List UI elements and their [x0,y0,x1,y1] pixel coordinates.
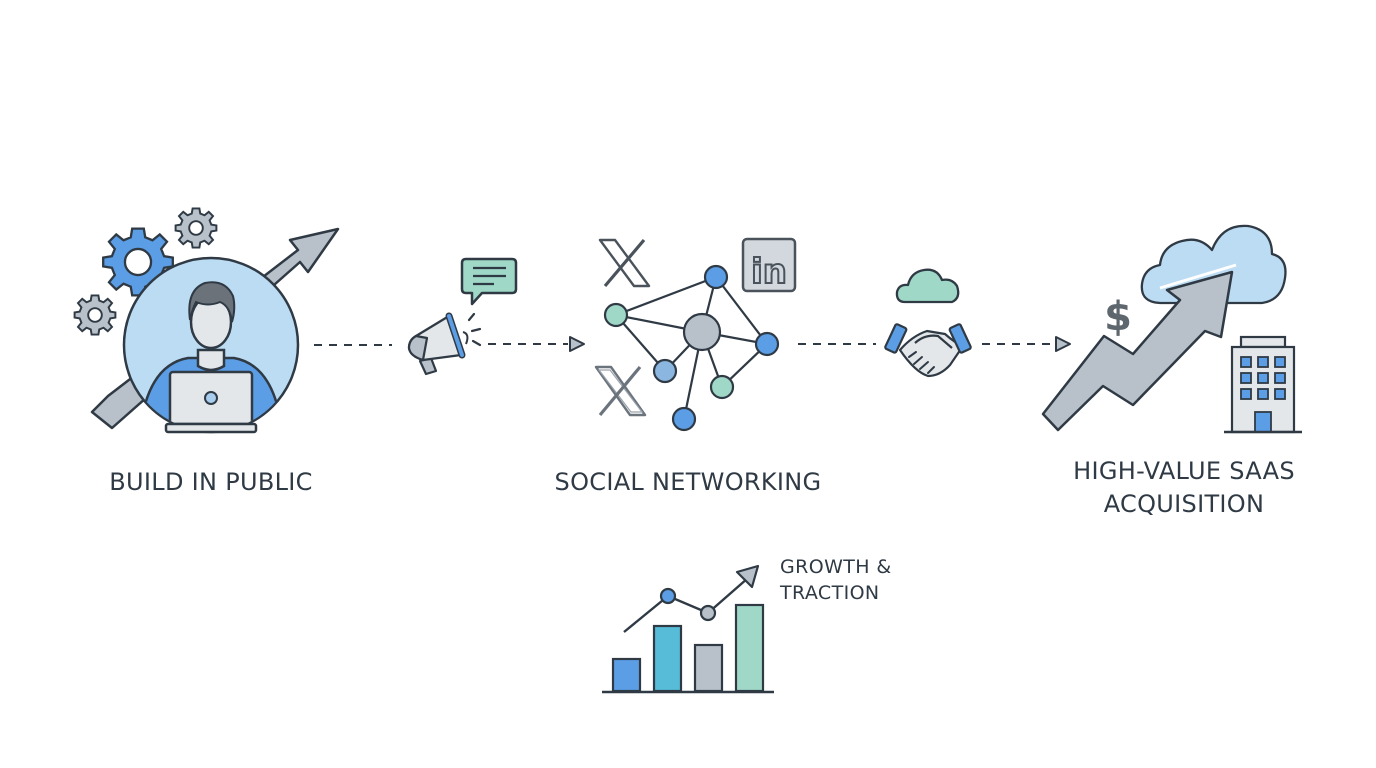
network-graph-icon [603,264,780,432]
gear-icon [73,294,117,336]
linkedin-logo-icon: in [741,237,797,293]
cloud-icon [895,268,960,304]
growth-label-line2: TRACTION [780,582,880,604]
gear-icon [102,227,174,297]
rising-arrow-icon [1041,263,1237,432]
dollar-icon: $ [1104,294,1132,340]
arrowhead-icon [1055,336,1071,352]
build-in-public-illustration [73,207,340,434]
megaphone-icon [407,312,482,376]
stage-label-acquisition-line1: HIGH-VALUE SAAS [1073,457,1295,485]
svg-text:in: in [751,252,787,292]
bar-chart-icon [602,564,774,694]
stage-label-build-in-public: BUILD IN PUBLIC [109,468,313,496]
stage-label-acquisition-line2: ACQUISITION [1103,490,1265,518]
arrowhead-icon [569,336,585,352]
x-logo-icon [594,365,647,417]
office-building-icon [1224,335,1302,434]
chat-bubble-icon [460,257,518,306]
person-with-laptop-icon [138,281,284,434]
gear-icon [174,207,218,249]
handshake-icon [884,323,972,378]
x-logo-icon [598,238,651,288]
stage-label-social-networking: SOCIAL NETWORKING [554,468,822,496]
growth-label-line1: GROWTH & [780,556,892,578]
